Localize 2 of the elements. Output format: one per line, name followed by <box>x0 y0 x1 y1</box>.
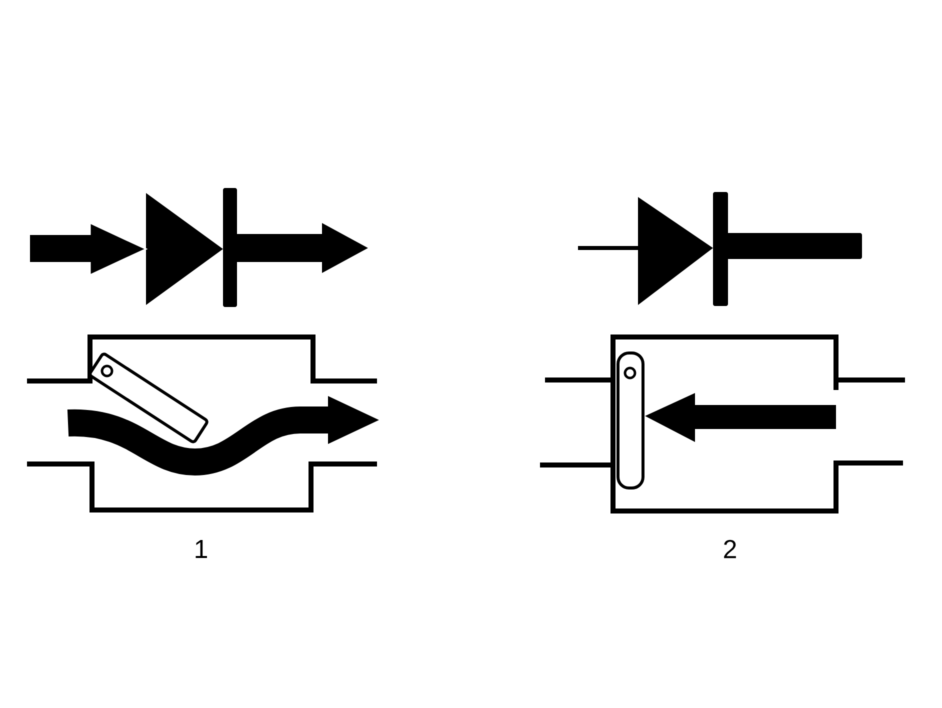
figure-number: 2 <box>724 540 736 558</box>
figure-number: 1 <box>196 540 207 558</box>
